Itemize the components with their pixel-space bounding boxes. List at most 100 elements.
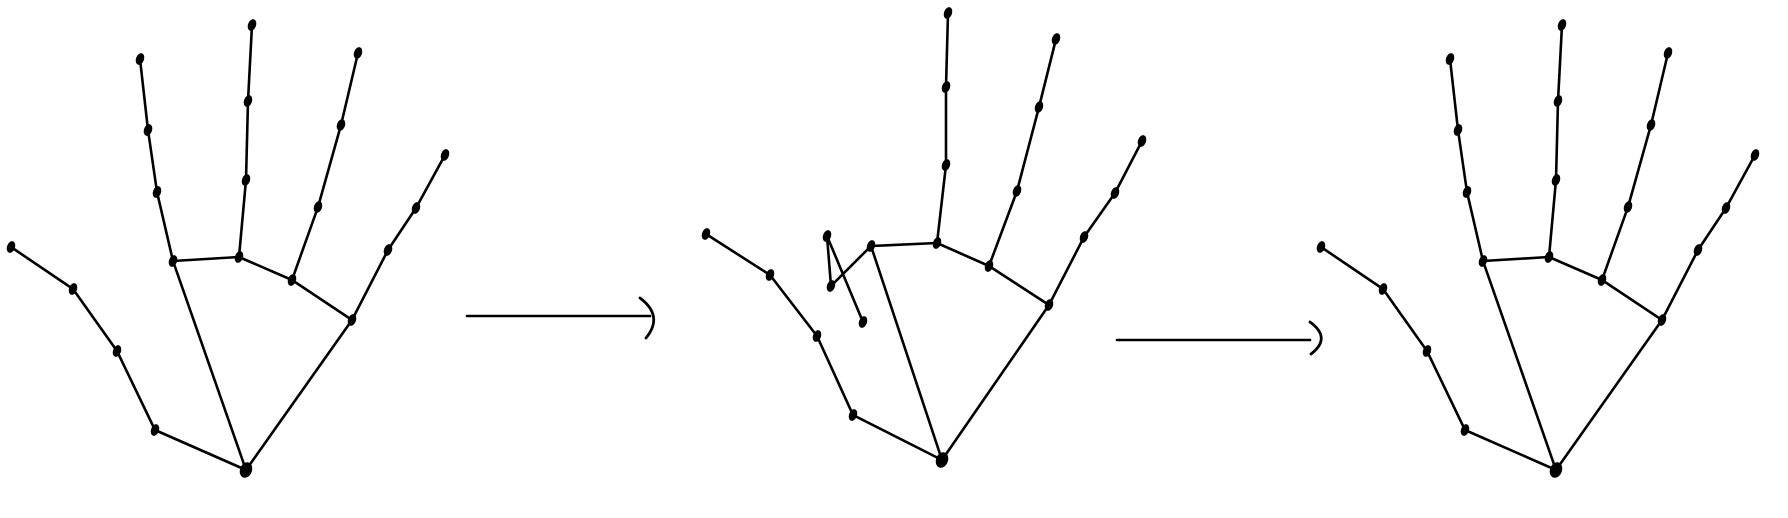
joint-ring-mcp: [287, 274, 297, 286]
joint-index-mcp: [1478, 255, 1488, 267]
bone-wrist-to-thumb-cmc: [851, 413, 944, 462]
joint-pinky-tip: [1750, 149, 1760, 161]
joint-thumb-tip: [1316, 241, 1326, 253]
bone-ring-dip-to-ring-tip: [1649, 51, 1670, 127]
joint-pinky-mcp: [347, 314, 357, 326]
joint-middle-dip: [243, 95, 253, 107]
joint-middle-pip: [241, 174, 251, 186]
bone-wrist-to-index-mcp: [869, 244, 944, 462]
bone-thumb-mcp-to-thumb-ip: [1381, 287, 1429, 353]
joint-thumb-ip: [765, 269, 775, 281]
joint-ring-dip: [336, 119, 346, 131]
bone-index-pip-to-index-dip: [146, 128, 159, 194]
bone-ring-mcp-to-pinky-mcp: [290, 278, 354, 322]
bone-ring-pip-to-ring-dip: [1626, 123, 1653, 209]
joint-wrist: [1549, 462, 1563, 478]
bone-pinky-pip-to-pinky-dip: [386, 206, 418, 252]
joint-middle-mcp: [1544, 251, 1554, 263]
joint-pinky-mcp: [1657, 314, 1667, 326]
joint-thumb-ip: [1378, 283, 1388, 295]
joint-middle-mcp: [234, 251, 244, 263]
joint-index-mcp: [168, 255, 178, 267]
bone-index-mcp-to-index-pip: [155, 190, 175, 263]
joint-thumb-ip: [68, 283, 78, 295]
bone-thumb-ip-to-thumb-tip: [9, 245, 75, 291]
joint-thumb-tip: [6, 241, 16, 253]
joint-middle-dip: [1553, 95, 1563, 107]
bone-middle-mcp-to-middle-pip: [935, 163, 948, 245]
joint-index-tip: [135, 53, 145, 65]
bone-ring-mcp-to-pinky-mcp: [1600, 278, 1664, 322]
joint-index-pip: [152, 186, 162, 198]
joint-index-dip: [1453, 124, 1463, 136]
joint-index-tip: [858, 316, 868, 328]
joint-pinky-pip: [1693, 244, 1703, 256]
bone-index-mcp-to-middle-mcp: [1481, 255, 1551, 263]
bone-ring-dip-to-ring-tip: [1037, 37, 1058, 109]
joint-index-pip: [1462, 186, 1472, 198]
arrow-head: [638, 296, 655, 340]
bone-middle-mcp-to-middle-pip: [1547, 178, 1558, 259]
bone-middle-dip-to-middle-tip: [246, 23, 254, 103]
joint-thumb-tip: [701, 228, 711, 240]
bone-wrist-to-index-mcp: [1481, 259, 1558, 472]
joint-thumb-mcp: [1422, 345, 1432, 357]
joint-middle-mcp: [932, 237, 942, 249]
bone-wrist-to-thumb-cmc: [1463, 428, 1558, 472]
joint-wrist: [239, 462, 253, 478]
bone-pinky-dip-to-pinky-tip: [414, 153, 447, 210]
joint-index-tip: [1445, 53, 1455, 65]
hand-skeleton-perturbed: [701, 7, 1147, 468]
joint-ring-dip: [1646, 119, 1656, 131]
bone-wrist-to-pinky-mcp: [244, 318, 354, 472]
transition-arrow-1: [465, 296, 655, 340]
joint-pinky-dip: [1721, 202, 1731, 214]
hand-skeleton-restored: [1316, 19, 1760, 478]
bone-wrist-to-thumb-cmc: [153, 428, 248, 472]
joint-middle-tip: [1557, 19, 1567, 31]
bone-pinky-mcp-to-pinky-pip: [350, 248, 390, 322]
bone-index-mcp-to-middle-mcp: [171, 255, 241, 263]
bone-ring-mcp-to-ring-pip: [987, 189, 1019, 268]
joint-ring-pip: [1623, 201, 1633, 213]
transition-arrow-2: [1115, 320, 1323, 356]
bone-middle-mcp-to-middle-pip: [237, 178, 248, 259]
joint-pinky-tip: [440, 149, 450, 161]
bone-ring-pip-to-ring-dip: [1015, 105, 1041, 193]
bone-pinky-pip-to-pinky-dip: [1082, 191, 1117, 239]
bone-ring-mcp-to-pinky-mcp: [987, 264, 1051, 307]
bone-index-pip-to-index-dip: [825, 234, 833, 288]
bone-thumb-cmc-to-thumb-mcp: [115, 349, 157, 432]
joint-index-dip: [143, 124, 153, 136]
bone-thumb-cmc-to-thumb-mcp: [1425, 349, 1467, 432]
joint-middle-dip: [941, 81, 951, 93]
joint-thumb-cmc: [150, 424, 160, 436]
joint-ring-tip: [1663, 47, 1673, 59]
bone-pinky-pip-to-pinky-dip: [1696, 206, 1728, 252]
bone-index-pip-to-index-dip: [1456, 128, 1469, 194]
bone-index-dip-to-index-tip: [825, 234, 865, 324]
bone-ring-pip-to-ring-dip: [316, 123, 343, 209]
bone-ring-dip-to-ring-tip: [339, 51, 360, 127]
arrow-head: [1308, 320, 1323, 356]
bone-wrist-to-pinky-mcp: [1554, 318, 1664, 472]
joint-ring-pip: [313, 201, 323, 213]
joint-thumb-mcp: [112, 345, 122, 357]
joint-middle-pip: [941, 159, 951, 171]
bone-thumb-mcp-to-thumb-ip: [768, 273, 819, 338]
joint-ring-pip: [1012, 185, 1022, 197]
joint-ring-dip: [1034, 101, 1044, 113]
joint-thumb-mcp: [812, 330, 822, 342]
hand-skeleton-original: [6, 19, 450, 478]
joint-pinky-mcp: [1044, 299, 1054, 311]
joint-pinky-dip: [411, 202, 421, 214]
bone-thumb-mcp-to-thumb-ip: [71, 287, 119, 353]
bone-wrist-to-index-mcp: [171, 259, 248, 472]
bone-pinky-mcp-to-pinky-pip: [1047, 235, 1086, 307]
bone-pinky-dip-to-pinky-tip: [1724, 153, 1757, 210]
joint-pinky-pip: [1079, 231, 1089, 243]
bone-pinky-dip-to-pinky-tip: [1113, 139, 1144, 195]
bone-wrist-to-pinky-mcp: [940, 303, 1051, 462]
joint-thumb-cmc: [848, 409, 858, 421]
bone-middle-pip-to-middle-dip: [244, 99, 250, 182]
